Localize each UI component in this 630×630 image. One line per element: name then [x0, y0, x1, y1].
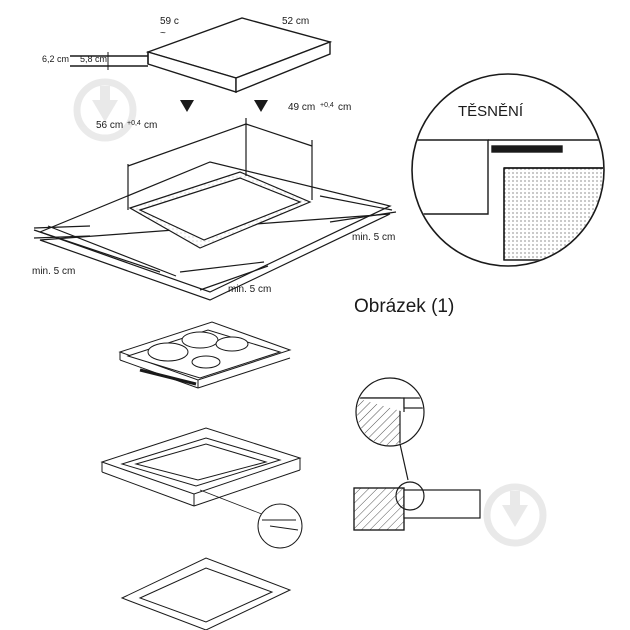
figure-caption: Obrázek (1) — [354, 296, 454, 317]
worktop-frame — [100, 427, 302, 519]
cutout-width-label: 56 cm — [96, 120, 123, 131]
cross-section-detail — [353, 377, 481, 531]
min-left-label: min. 5 cm — [32, 266, 75, 277]
cutout-width-tolerance: +0,4 — [127, 120, 141, 127]
width-top-mark: ~ — [160, 28, 166, 39]
thickness-outer-label: 6,2 cm — [42, 54, 69, 64]
worktop-cutout — [33, 118, 397, 301]
min-right-label: min. 5 cm — [352, 232, 395, 243]
frame-detail-circle — [257, 503, 303, 549]
seal-detail — [411, 73, 605, 267]
worktop-plain — [120, 557, 292, 630]
thickness-inner-label: 5,8 cm — [80, 54, 107, 64]
width-right-label: 52 cm — [282, 16, 309, 27]
hob-top-view — [70, 17, 333, 94]
cutout-depth-unit: cm — [338, 102, 351, 113]
width-top-label: 59 c — [160, 16, 179, 27]
cutout-width-unit: cm — [144, 120, 157, 131]
hob-with-zones — [118, 321, 292, 389]
min-front-label: min. 5 cm — [228, 284, 271, 295]
download-arrow-icon — [483, 483, 547, 547]
cutout-depth-label: 49 cm — [288, 102, 315, 113]
down-arrow-icon — [180, 100, 268, 112]
cutout-depth-tolerance: +0,4 — [320, 102, 334, 109]
download-arrow-icon — [73, 78, 137, 142]
seal-label: TĚSNĚNÍ — [458, 103, 524, 120]
